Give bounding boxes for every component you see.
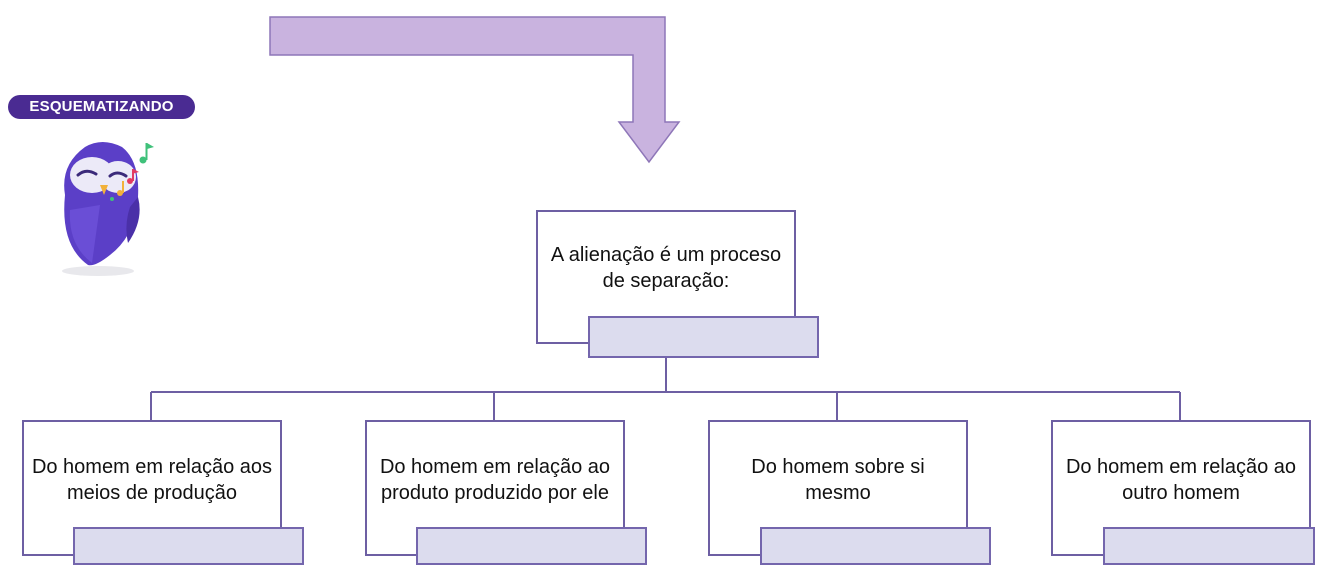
child-node-tab <box>73 527 304 565</box>
esquematizando-badge: ESQUEMATIZANDO <box>8 95 195 119</box>
child-node-text: Do homem sobre si mesmo <box>751 456 925 504</box>
child-node-tab <box>760 527 991 565</box>
child-node-tab <box>416 527 647 565</box>
child-node-text: Do homem em relação ao outro homem <box>1065 456 1297 504</box>
root-node-tab <box>588 316 819 358</box>
owl-mascot-icon <box>62 142 154 276</box>
child-node-text: Do homem em relação ao produto produzido… <box>379 456 611 504</box>
flow-arrow-icon <box>269 16 681 164</box>
child-node-tab <box>1103 527 1315 565</box>
child-node-text: Do homem em relação aos meios de produçã… <box>31 456 273 504</box>
root-node-text: A alienação é um proceso de separação: <box>550 244 782 292</box>
